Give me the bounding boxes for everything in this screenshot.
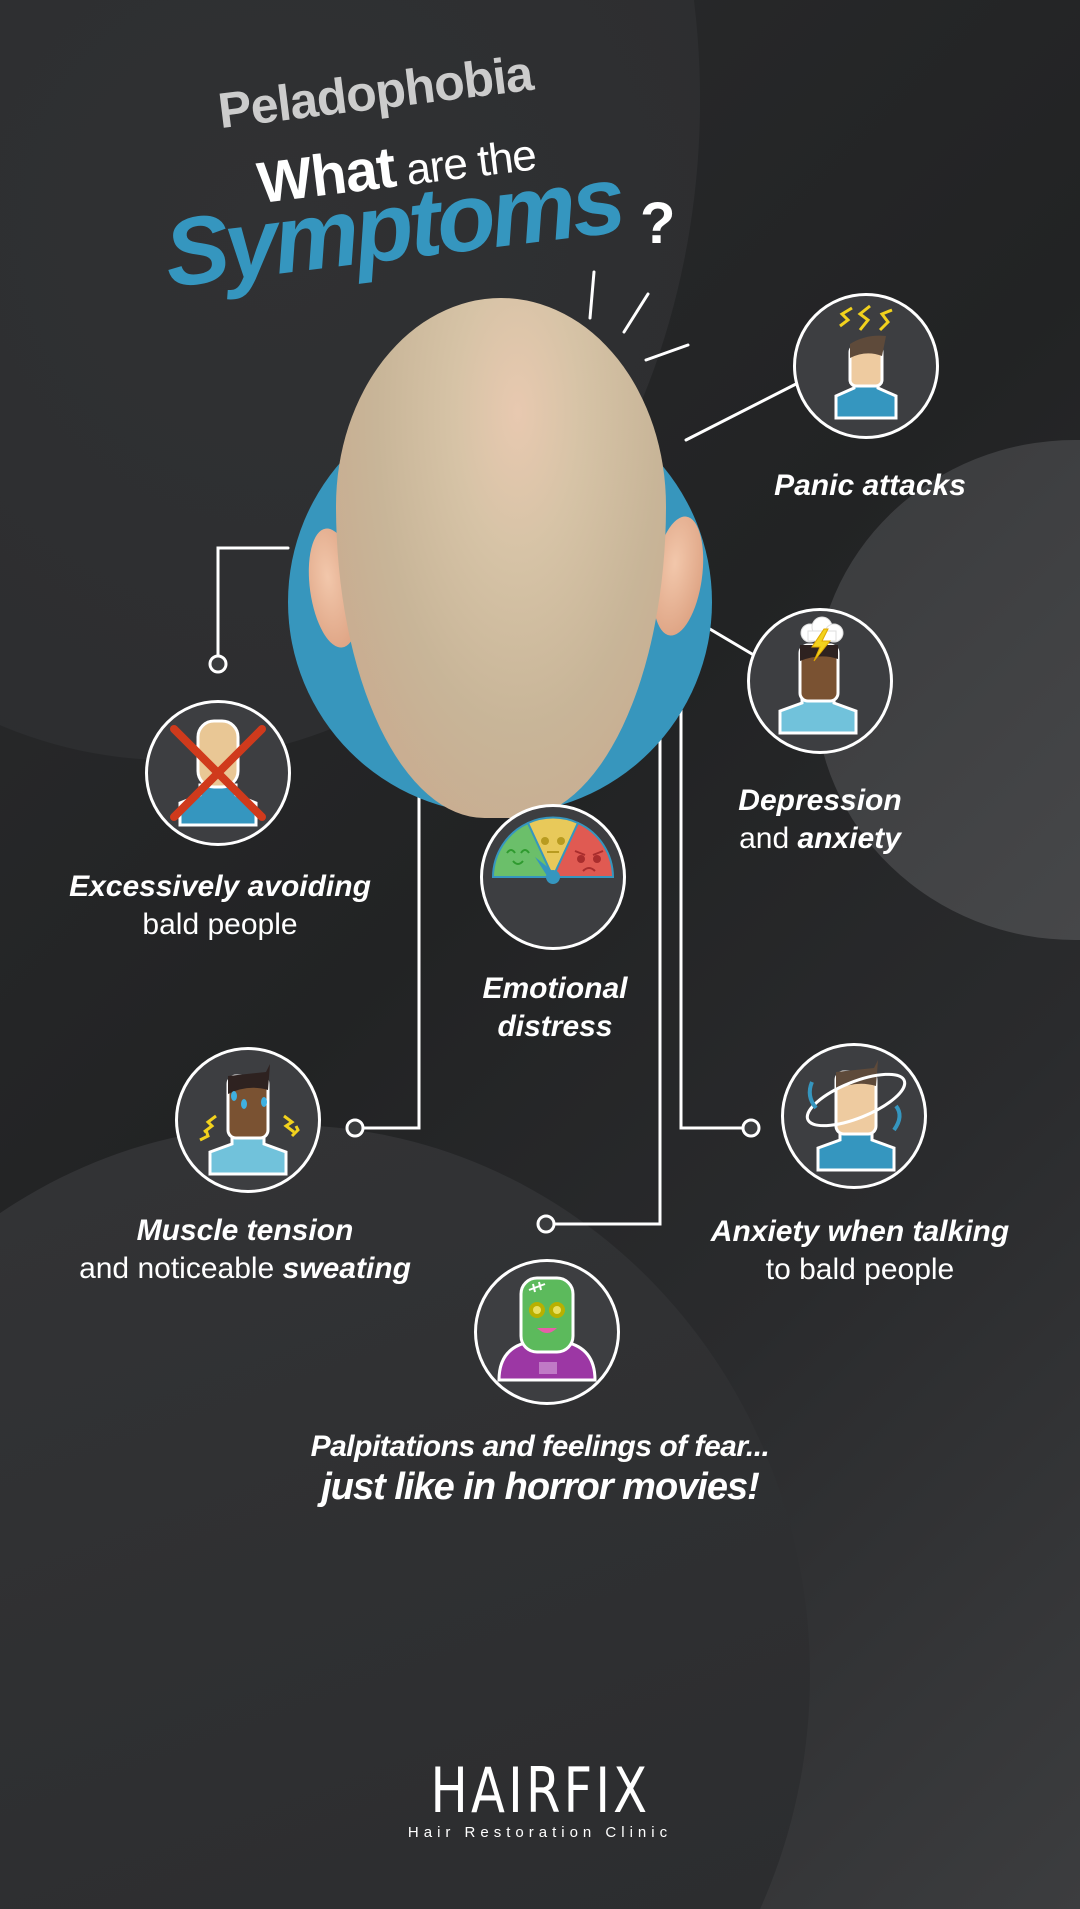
emotional-distress-icon-circle [480,804,626,950]
palpitations-line-1: Palpitations and feelings of fear... [310,1430,770,1463]
mood-gauge-icon [491,816,615,884]
talking-anxiety-icon-circle [781,1043,927,1189]
palpitations-line-2: just like in horror movies! [321,1466,760,1508]
crossed-out-bald-person-icon [170,719,266,827]
palpitations-icon-circle [474,1259,620,1405]
storm-cloud-head-icon [778,616,858,735]
panic-attacks-icon-circle [793,293,939,439]
depression-icon-circle [747,608,893,754]
connector-dot-talking [741,1118,761,1138]
hairfix-logo: HAIRFIX Hair Restoration Clinic [0,1754,1080,1842]
avoiding-label: Excessively avoiding bald people [69,870,371,941]
lightning-icon [811,628,832,662]
title-question-mark: ? [640,191,676,256]
tension-bolt-left [203,1114,217,1134]
muscle-tension-icon-circle [175,1047,321,1193]
dizzy-man-orbit-icon [805,1060,907,1172]
avoiding-icon-circle [145,700,291,846]
muscle-tension-label: Muscle tension and noticeable sweating [79,1214,411,1285]
central-bald-head-image [288,298,712,818]
depression-label: Depression and anxiety [738,784,902,855]
title-block: Peladophobia What are the Symptoms ? [0,0,1080,340]
panic-attacks-label: Panic attacks [774,469,966,502]
sweating-tense-man-icon [199,1064,300,1176]
zombie-icon [497,1276,597,1382]
orbit-ring [805,1072,907,1128]
bald-head-icon [336,298,666,818]
brand-name: HAIRFIX [430,1754,650,1827]
talking-anxiety-label: Anxiety when talking to bald people [710,1215,1010,1286]
emotional-distress-label: Emotional distress [482,972,628,1043]
stressed-man-lightning-icon [834,304,898,420]
brand-tagline: Hair Restoration Clinic [407,1824,673,1841]
